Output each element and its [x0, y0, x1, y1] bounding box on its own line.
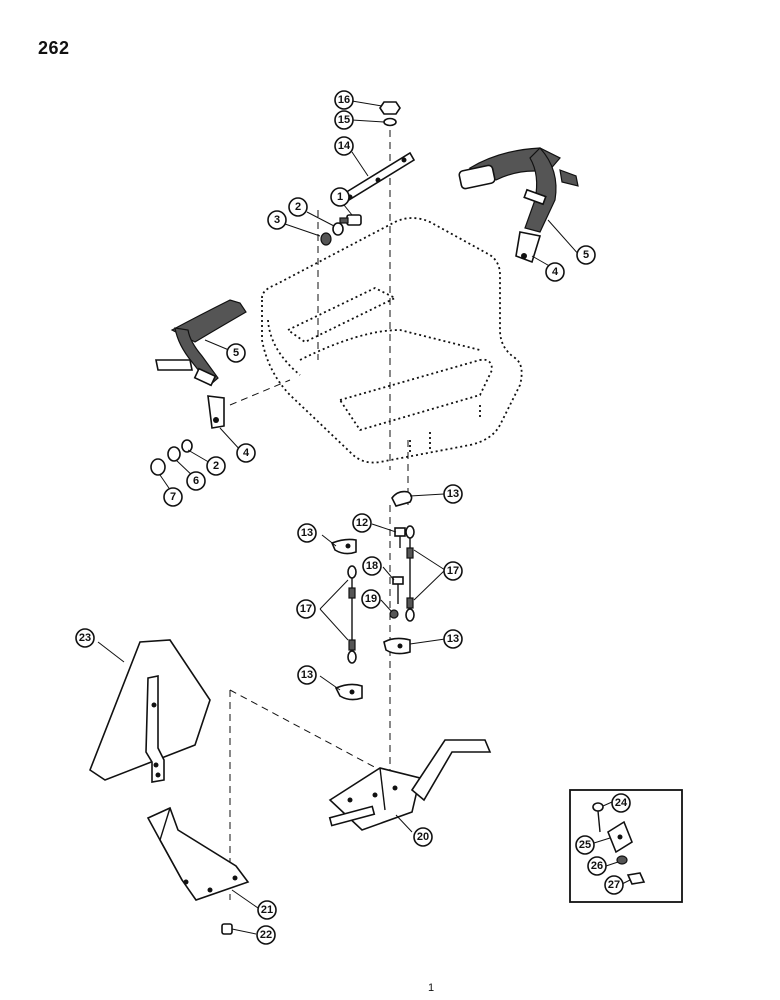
callout-18: 18 — [362, 556, 382, 576]
callout-4-left: 4 — [236, 443, 256, 463]
callout-4-right-label: 4 — [552, 266, 559, 278]
clip-13-left-lower — [334, 683, 363, 701]
callout-17-left-label: 17 — [300, 603, 312, 615]
callout-19-label: 19 — [365, 593, 377, 605]
callout-23: 23 — [75, 628, 95, 648]
callout-22-label: 22 — [260, 929, 272, 941]
callout-13-right-lower-label: 13 — [447, 633, 459, 645]
clip-13-top — [391, 490, 413, 507]
bracket-21 — [146, 806, 250, 901]
seat — [261, 217, 523, 464]
callout-2-left-label: 2 — [213, 460, 219, 472]
nut-16 — [379, 101, 401, 115]
callout-23-label: 23 — [79, 632, 91, 644]
panel-23 — [89, 639, 211, 783]
callout-19: 19 — [361, 589, 381, 609]
callout-21: 21 — [257, 900, 277, 920]
callout-24: 24 — [611, 793, 631, 813]
callout-15-label: 15 — [338, 114, 350, 126]
callout-26-label: 26 — [591, 860, 603, 872]
callout-21-label: 21 — [261, 904, 273, 916]
callout-16-label: 16 — [338, 94, 350, 106]
callout-25-label: 25 — [579, 839, 591, 851]
bar-14 — [338, 151, 416, 205]
seat-belt-right — [458, 147, 579, 264]
callout-15: 15 — [334, 110, 354, 130]
callout-17-right: 17 — [443, 561, 463, 581]
callout-13-left-upper-label: 13 — [301, 527, 313, 539]
callout-1: 1 — [330, 187, 350, 207]
callout-14-label: 14 — [338, 140, 351, 152]
callout-6: 6 — [186, 471, 206, 491]
callout-27-label: 27 — [608, 879, 620, 891]
callout-12: 12 — [352, 513, 372, 533]
callout-7-label: 7 — [170, 491, 176, 503]
callout-27: 27 — [604, 875, 624, 895]
cap-nut-7 — [150, 458, 166, 476]
callout-5-left: 5 — [226, 343, 246, 363]
callout-2-left: 2 — [206, 456, 226, 476]
callout-5-right-label: 5 — [583, 249, 589, 261]
nut-6 — [167, 446, 181, 462]
callout-25: 25 — [575, 835, 595, 855]
callout-5-left-label: 5 — [233, 347, 239, 359]
callout-4-left-label: 4 — [243, 447, 250, 459]
bolt-1 — [339, 214, 362, 226]
callout-5-right: 5 — [576, 245, 596, 265]
callout-17-right-label: 17 — [447, 565, 459, 577]
pin-22 — [221, 923, 233, 935]
washer-15 — [383, 117, 397, 127]
callout-3: 3 — [267, 210, 287, 230]
callout-6-label: 6 — [193, 475, 199, 487]
callout-3-label: 3 — [274, 214, 280, 226]
nut-3 — [320, 232, 332, 246]
page-number: 262 — [38, 38, 70, 58]
callout-24-label: 24 — [615, 797, 628, 809]
callout-18-label: 18 — [366, 560, 378, 572]
callout-20-label: 20 — [417, 831, 429, 843]
callout-17-left: 17 — [296, 599, 316, 619]
callout-20: 20 — [413, 827, 433, 847]
bolt-12 — [394, 527, 406, 548]
support-bracket-20 — [328, 739, 492, 831]
callout-13-left-lower: 13 — [297, 665, 317, 685]
footer-mark: 1 — [428, 982, 435, 994]
callout-14: 14 — [334, 136, 354, 156]
callout-13-right-lower: 13 — [443, 629, 463, 649]
washer-2-left — [181, 439, 193, 453]
clip-13-left-upper — [330, 538, 357, 555]
callout-13-left-lower-label: 13 — [301, 669, 313, 681]
seat-belt-left — [155, 299, 247, 429]
callout-12-label: 12 — [356, 517, 368, 529]
callout-13-top-label: 13 — [447, 488, 459, 500]
callout-22: 22 — [256, 925, 276, 945]
bolt-18 — [392, 576, 404, 604]
cable-17-right — [405, 525, 415, 622]
cable-17-left — [347, 565, 357, 664]
clip-13-right-lower — [383, 637, 411, 655]
callout-16: 16 — [334, 90, 354, 110]
callout-2-top-label: 2 — [295, 201, 301, 213]
callout-13-top: 13 — [443, 484, 463, 504]
callout-1-label: 1 — [337, 191, 343, 203]
callout-13-left-upper: 13 — [297, 523, 317, 543]
callout-4-right: 4 — [545, 262, 565, 282]
washer-2-top — [332, 222, 344, 236]
callout-26: 26 — [587, 856, 607, 876]
callout-7: 7 — [163, 487, 183, 507]
callout-2-top: 2 — [288, 197, 308, 217]
